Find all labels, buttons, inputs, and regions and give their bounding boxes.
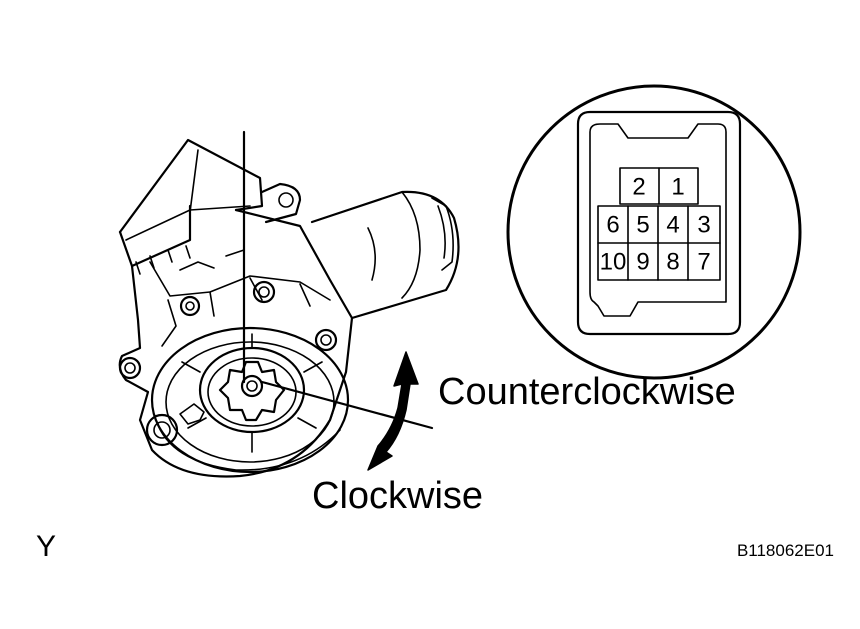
pin-label: 1 [671, 174, 684, 201]
counterclockwise-label: Counterclockwise [438, 371, 736, 413]
pin-label: 9 [636, 249, 649, 276]
clockwise-label: Clockwise [312, 475, 483, 517]
pin-label: 6 [606, 212, 619, 239]
view-label: Y [36, 530, 56, 563]
pin-label: 4 [666, 212, 679, 239]
figure-code: B118062E01 [737, 541, 834, 560]
pin-label: 5 [636, 212, 649, 239]
pin-label: 7 [697, 249, 710, 276]
pin-label: 3 [697, 212, 710, 239]
pin-label: 10 [600, 249, 627, 276]
pin-label: 2 [632, 174, 645, 201]
connector-detail [506, 84, 802, 380]
power-window-motor [118, 130, 460, 478]
rotation-arrow-icon [367, 351, 419, 471]
pin-label: 8 [666, 249, 679, 276]
